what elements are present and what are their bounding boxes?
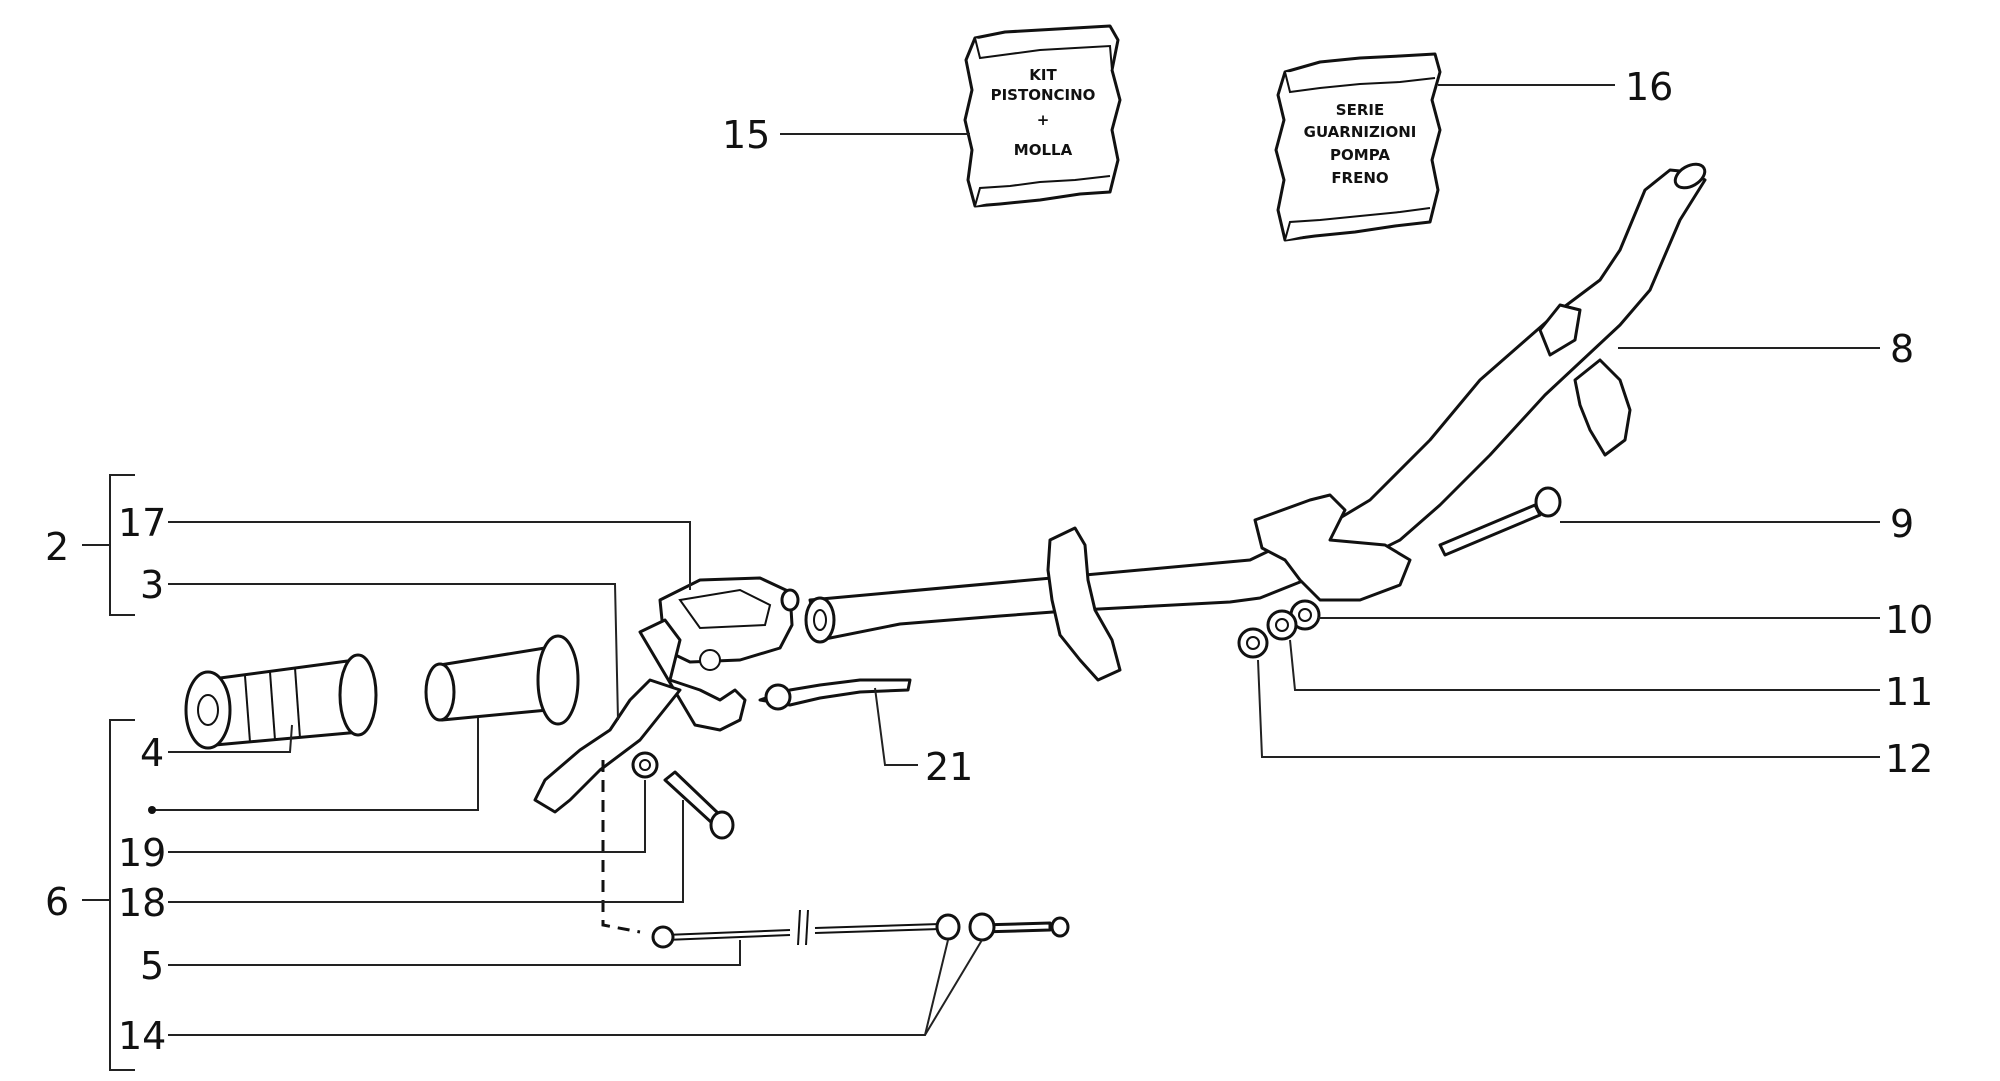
cable-5	[651, 909, 1070, 949]
cable-route-dashed	[601, 760, 641, 934]
cable-fitting-14b	[968, 912, 996, 942]
callout-10: 10	[1885, 598, 1933, 642]
kit-bag-16-line3: POMPA	[1330, 146, 1390, 164]
kit-bag-16: SERIE GUARNIZIONI POMPA FRENO	[1274, 52, 1442, 242]
brake-lever	[533, 678, 682, 814]
grip-4	[184, 653, 378, 750]
washer-11	[1266, 609, 1298, 641]
callout-4: 4	[140, 731, 164, 775]
kit-bag-15-line2: PISTONCINO	[991, 86, 1096, 104]
brake-hose-21	[758, 678, 912, 711]
kit-bag-15-line3: +	[1037, 111, 1050, 129]
callout-5: 5	[140, 944, 164, 988]
kit-bag-16-line4: FRENO	[1331, 169, 1388, 187]
callout-11: 11	[1885, 670, 1933, 714]
cable-fitting-14a	[935, 913, 961, 941]
leader-lines	[82, 84, 1880, 1071]
callout-14: 14	[118, 1014, 166, 1058]
bolt-9	[1438, 486, 1562, 557]
callout-9: 9	[1890, 502, 1914, 546]
kit-bag-16-line1: SERIE	[1336, 101, 1384, 119]
screw-18	[663, 770, 735, 840]
callout-8: 8	[1890, 327, 1914, 371]
bullet-point	[148, 806, 156, 814]
callout-19: 19	[118, 831, 166, 875]
callout-15: 15	[722, 113, 770, 157]
handlebar-bracket-center	[1046, 526, 1122, 682]
callout-12: 12	[1885, 737, 1933, 781]
callout-16: 16	[1625, 65, 1673, 109]
nut-19	[631, 751, 659, 779]
kit-bag-15-line4: MOLLA	[1014, 141, 1073, 159]
callout-21: 21	[925, 745, 973, 789]
callout-17: 17	[118, 501, 166, 545]
handlebar-bracket-right	[1253, 493, 1412, 602]
kit-bag-16-line2: GUARNIZIONI	[1304, 123, 1417, 141]
washer-10	[1289, 599, 1321, 631]
kit-bag-15-line1: KIT	[1029, 66, 1057, 84]
callout-6: 6	[45, 880, 69, 924]
callout-18: 18	[118, 881, 166, 925]
master-cylinder-17	[638, 576, 800, 732]
handlebar-bracket-upper	[1538, 303, 1632, 457]
nut-12	[1237, 627, 1269, 659]
throttle-tube	[424, 634, 580, 726]
callout-3: 3	[140, 563, 164, 607]
callout-2: 2	[45, 525, 69, 569]
kit-bag-15: KIT PISTONCINO + MOLLA	[963, 24, 1122, 208]
handlebar-tube	[804, 162, 1707, 644]
